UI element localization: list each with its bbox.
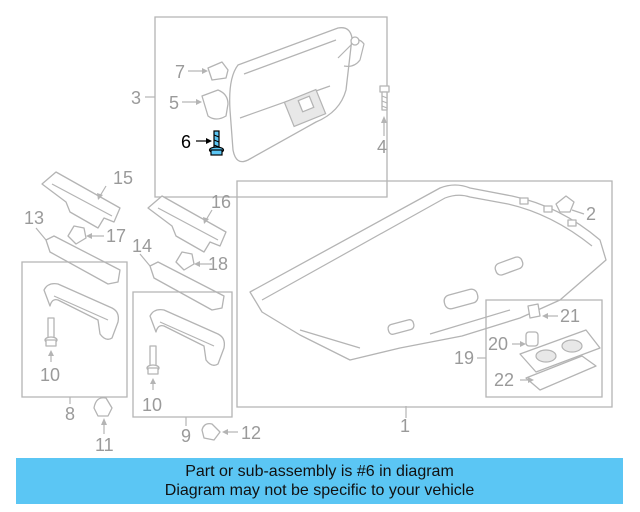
part-12-cap [201,422,221,441]
part-13-grip-base [45,235,121,285]
callout-2: 2 [586,204,596,224]
part-10-screw-a [44,317,58,347]
info-banner: Part or sub-assembly is #6 in diagram Di… [16,458,623,504]
banner-part-note: Part or sub-assembly is #6 in diagram [185,463,454,480]
dome-lamp-group [477,299,603,398]
callout-3: 3 [131,88,141,108]
banner-disclaimer: Diagram may not be specific to your vehi… [164,482,475,499]
part-19-lamp-housing [519,329,601,373]
callout-14: 14 [132,236,152,256]
callout-6-highlighted: 6 [181,132,191,152]
callout-18: 18 [208,254,228,274]
part-6-screw-highlighted [208,130,225,156]
headliner-group [236,180,613,418]
callout-1: 1 [400,416,410,436]
callout-11: 11 [95,435,114,455]
callout-10-left: 10 [40,365,60,385]
part-4-screw [379,85,390,111]
callout-7: 7 [175,62,185,82]
part-18-clip [175,251,195,271]
grip-box-9 [132,291,233,426]
headliner-box [236,180,613,408]
callout-4: 4 [377,137,387,157]
part-20-bulb [525,331,539,347]
part-17-clip [67,225,87,245]
part-2-clip [555,195,575,213]
callout-17: 17 [106,226,126,246]
grip-box-9-frame [132,291,233,418]
dome-lamp-box [485,299,603,398]
callout-10-right: 10 [142,395,162,415]
callout-21: 21 [560,306,580,326]
part-22-lens [525,355,597,391]
callout-5: 5 [169,93,179,113]
part-11-cap [93,397,113,417]
callout-19: 19 [454,348,474,368]
sun-visor-box [154,16,388,198]
part-7-clip [207,61,229,81]
part-5-holder [201,89,229,120]
grip-box-8-frame [21,261,128,398]
callout-13: 13 [24,208,44,228]
parts-diagram: 7 3 5 6 4 15 16 2 13 17 14 18 21 20 19 1… [21,16,613,455]
part-21-bulb [527,303,541,319]
callout-9: 9 [181,426,191,446]
callout-20: 20 [488,334,508,354]
callout-12: 12 [241,423,261,443]
sun-visor-part [229,27,353,163]
callout-22: 22 [494,370,514,390]
callout-16: 16 [211,192,231,212]
grip-holders-group [35,171,227,311]
part-8-assist-grip [43,282,120,340]
callout-labels: 7 3 5 6 4 15 16 2 13 17 14 18 21 20 19 1… [24,62,596,455]
grip-box-8 [21,261,128,404]
part-9-assist-grip [149,308,226,366]
callout-15: 15 [113,168,133,188]
part-10-screw-b [146,345,160,375]
part-14-grip-base [149,261,225,311]
sun-visor-group [145,16,390,198]
callout-8: 8 [65,404,75,424]
